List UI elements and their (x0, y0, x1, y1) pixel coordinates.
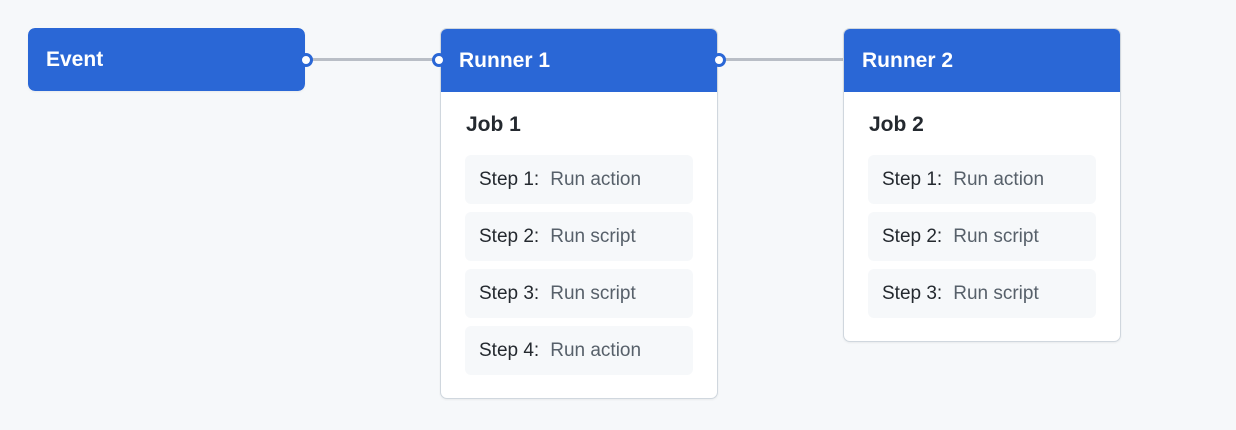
job-2-step-2: Step 2: Run script (868, 212, 1096, 261)
event-node: Event (28, 28, 305, 91)
runner-1-title: Runner 1 (459, 48, 551, 72)
step-label: Step 1: (479, 168, 540, 190)
step-action: Run script (953, 282, 1039, 304)
job-1-steps: Step 1: Run action Step 2: Run script St… (465, 155, 693, 375)
job-2-steps: Step 1: Run action Step 2: Run script St… (868, 155, 1096, 318)
runner-2-title: Runner 2 (862, 48, 954, 72)
connector-event-runner1 (305, 58, 440, 61)
connector-runner1-runner2 (718, 58, 843, 61)
runner-1-header: Runner 1 (441, 29, 717, 92)
job-1-title: Job 1 (466, 113, 521, 136)
job-1-step-2: Step 2: Run script (465, 212, 693, 261)
step-label: Step 1: (882, 168, 943, 190)
step-action: Run script (953, 225, 1039, 247)
step-label: Step 4: (479, 339, 540, 361)
connector-dot-runner1-out (712, 53, 726, 67)
step-label: Step 2: (882, 225, 943, 247)
job-1-step-3: Step 3: Run script (465, 269, 693, 318)
step-action: Run action (550, 168, 642, 190)
step-action: Run script (550, 282, 636, 304)
step-action: Run action (953, 168, 1045, 190)
event-node-label: Event (46, 47, 104, 71)
step-action: Run script (550, 225, 636, 247)
step-label: Step 3: (479, 282, 540, 304)
step-action: Run action (550, 339, 642, 361)
connector-dot-event-out (299, 53, 313, 67)
step-label: Step 3: (882, 282, 943, 304)
step-label: Step 2: (479, 225, 540, 247)
event-node-header: Event (28, 28, 305, 91)
connector-dot-runner1-in (432, 53, 446, 67)
job-2-title: Job 2 (869, 113, 924, 136)
runner-1-node: Runner 1 Job 1 Step 1: Run action Step 2… (440, 28, 718, 399)
job-1-step-1: Step 1: Run action (465, 155, 693, 204)
runner-2-node: Runner 2 Job 2 Step 1: Run action Step 2… (843, 28, 1121, 342)
job-1-step-4: Step 4: Run action (465, 326, 693, 375)
job-2-step-1: Step 1: Run action (868, 155, 1096, 204)
job-2-step-3: Step 3: Run script (868, 269, 1096, 318)
runner-2-header: Runner 2 (844, 29, 1120, 92)
